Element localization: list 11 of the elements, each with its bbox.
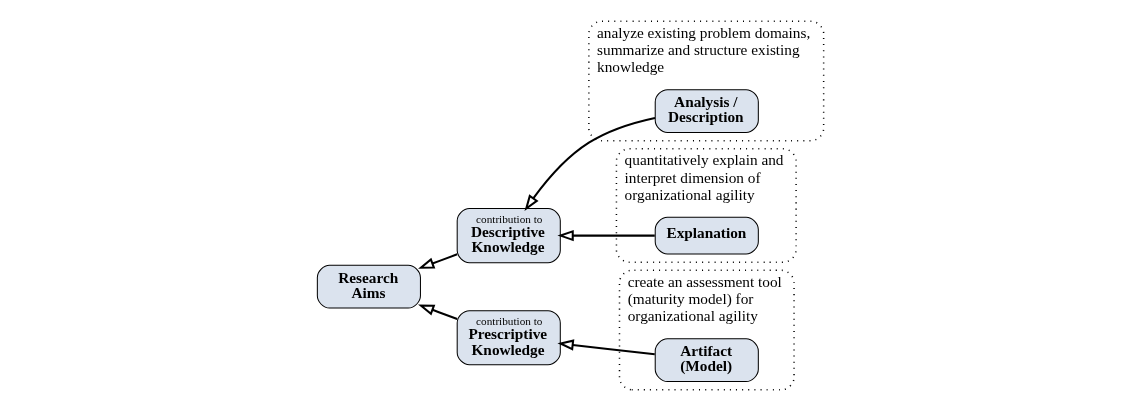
node-box: contribution to Descriptive Knowledge	[456, 207, 561, 263]
node-box: Artifact (Model)	[654, 337, 759, 382]
node-box: Explanation	[654, 216, 759, 254]
node-box: contribution to Prescriptive Knowledge	[456, 309, 561, 365]
node-box: Research Aims	[316, 264, 421, 309]
arrow	[524, 116, 655, 211]
node-box: Analysis / Description	[654, 88, 759, 133]
arrow	[417, 252, 458, 269]
arrow	[556, 338, 655, 355]
arrow	[417, 303, 458, 320]
arrow	[556, 229, 655, 241]
